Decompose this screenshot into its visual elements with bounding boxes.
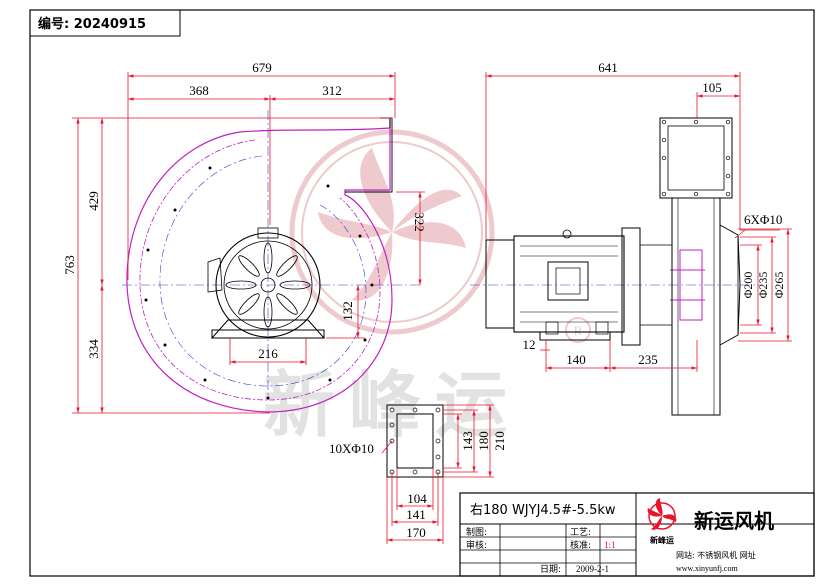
dim-flange-w141: 141 <box>406 507 426 522</box>
label-date: 日期: <box>540 564 561 575</box>
volute-housing-inner <box>139 139 381 401</box>
outlet-flange-detail: 10XΦ10 143 180 210 104 141 170 <box>329 404 507 544</box>
number-box <box>29 9 181 37</box>
dim-flange-w170: 170 <box>406 525 426 540</box>
dim-foot-height: 132 <box>340 301 355 321</box>
side-view: 641 105 6XΦ10 Φ200 Φ235 Φ265 12 140 235 <box>470 60 792 416</box>
company-logo-icon <box>647 498 677 530</box>
motor-body <box>513 235 625 333</box>
scale-value: 1:1 <box>604 540 616 550</box>
dim-flange-w104: 104 <box>407 491 427 506</box>
dim-bolt-holes: 6XΦ10 <box>744 212 782 227</box>
dim-total-width: 679 <box>252 60 272 75</box>
dim-d235: Φ235 <box>756 272 770 299</box>
dim-outlet-height: 322 <box>412 212 427 232</box>
dim-foot-235: 235 <box>638 352 658 367</box>
title-block: 右180 WJYJ4.5#-5.5kw 制图: 审核: 工艺: 核准: 1:1 … <box>459 492 815 577</box>
watermark-registered: R <box>574 323 583 338</box>
date-value: 2009-2-1 <box>576 564 609 574</box>
dim-lower-height: 334 <box>86 339 101 359</box>
dim-flange-h210: 210 <box>492 431 507 451</box>
front-view: 679 368 312 763 429 334 322 132 216 <box>62 60 427 414</box>
model-number: 右180 WJYJ4.5#-5.5kw <box>470 503 616 518</box>
label-process: 工艺: <box>570 527 591 538</box>
dim-d200: Φ200 <box>741 272 755 299</box>
website-url: www.xinyunfj.com <box>676 564 738 573</box>
label-verify: 核准: <box>570 539 591 551</box>
dim-foot-offset: 12 <box>523 337 536 352</box>
logo-caption: 新峰运 <box>650 535 674 545</box>
dim-foot-width: 216 <box>258 346 278 361</box>
dim-d265: Φ265 <box>772 272 786 299</box>
terminal-box <box>547 261 589 301</box>
motor-end-cap <box>215 232 321 338</box>
dim-flange-h180: 180 <box>476 431 491 451</box>
dim-foot-140: 140 <box>566 352 586 367</box>
dim-upper-height: 429 <box>86 191 101 211</box>
dim-total-height: 763 <box>62 255 77 275</box>
drawing-number: 编号: 20240915 <box>38 16 146 32</box>
company-name: 新运风机 <box>694 509 774 533</box>
label-draw: 制图: <box>466 526 487 538</box>
dim-flange-width: 105 <box>702 80 722 95</box>
website-label: 网站: 不锈钢风机 网址 <box>676 550 756 560</box>
dim-flange-h143: 143 <box>460 431 475 451</box>
label-review: 审核: <box>466 539 487 551</box>
dim-total-depth: 641 <box>598 60 618 75</box>
volute-housing-outer <box>126 118 393 413</box>
dim-flange-holes: 10XΦ10 <box>329 441 374 456</box>
dim-right-width: 312 <box>322 83 342 98</box>
dim-left-width: 368 <box>189 83 209 98</box>
sheet-border <box>29 9 815 577</box>
